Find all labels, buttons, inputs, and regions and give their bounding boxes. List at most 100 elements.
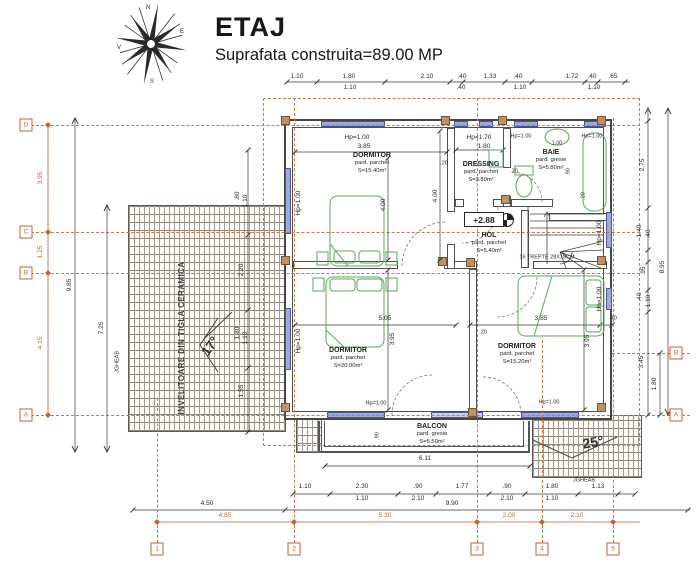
post-mid-b [466,258,475,267]
dim-label: 7.25 [97,321,105,335]
post-top-mid1 [441,116,450,125]
post-bottom-right [597,403,606,412]
room-area: S=5.50m² [419,438,445,445]
dim-label: .40 [644,229,652,239]
gutter-label: JGHEAB [572,477,596,484]
dim-label: 2.30 [355,482,369,490]
dim-label: 2.10 [411,494,425,502]
room-name: BAIE [542,148,560,156]
axis-dimension-lines [47,125,640,523]
compass-east-label: E [179,29,185,35]
window-height-label: Hp=1.00 [538,399,560,406]
grid-marker-4: 4 [535,542,549,556]
axis-A [31,415,690,416]
room-label-dressing: DRESSING pard. parchet S=3.80m² [463,160,500,184]
window-baie-left [514,121,538,127]
staircase [527,207,605,269]
dim-label: 3.95 [388,332,396,346]
room-name: BALCON [417,422,447,430]
window-height-label: Hp=1.00 [581,133,603,140]
post-top-right [597,116,606,125]
dim-label: 2.75 [638,158,646,172]
dim-label: 5.05 [378,314,392,322]
room-floor: pard. parchet [330,355,366,362]
grid-marker-label: 5 [611,545,615,553]
stairs-label: 16 TREPTE 28X18CM [519,254,575,261]
dim-label: 6.11 [418,454,432,462]
dim-label: 2.10 [500,494,514,502]
grid-marker-label: B [673,349,679,357]
dim-label: 1.13 [591,482,605,490]
grid-marker-label: B [23,269,29,277]
dimension-lines [74,81,690,511]
grid-marker-D: D [19,118,33,132]
grid-marker-3: 3 [470,542,484,556]
grid-marker-2: 2 [287,542,301,556]
room-label-dormitor1: DORMITOR pard. parchet S=15.40m² [353,151,391,175]
post-top-left [281,116,290,125]
dim-label: 4.15 [36,336,44,350]
post-bottom-left [281,403,290,412]
wall-baie-left-a [503,128,511,168]
window-left-upper [285,168,291,234]
balcony-rail-inner [324,421,524,447]
window-height-label: Hp=1.00 [294,190,302,216]
dim-label: 1.10 [241,194,249,208]
page-subtitle: Suprafata construita=89.00 MP [215,46,443,64]
level-value: +2.88 [473,214,495,225]
dim-label: 3.85 [357,142,371,150]
dim-label: 1.10 [644,294,652,308]
dim-label: 9.90 [445,499,459,507]
room-floor: pard. parchet [499,351,535,358]
room-floor: pard. parchet [354,160,390,167]
dim-label: .40 [609,315,617,322]
dim-label: .90 [413,482,423,490]
room-floor: pard. gresie [535,157,567,164]
window-height-label: Hp=1.00 [344,133,370,141]
dim-label: 2.20 [237,263,245,277]
dim-label: .95 [639,266,647,276]
roof-material-label: INVELITOARE DIN TIGLA CERAMICA [177,261,186,415]
axis-1 [157,398,158,543]
axis-D [31,125,640,126]
grid-marker-5: 5 [606,542,620,556]
roof-eaves-outline [263,98,640,446]
room-area: S=5.80m² [538,164,564,171]
room-area: S=15.20m² [502,358,532,365]
dim-label: 9.85 [65,278,73,292]
grid-marker-label: A [23,411,29,419]
dim-label: .20 [479,329,487,336]
dim-label: 1.33 [483,72,497,80]
room-label-baie: BAIE pard. gresie S=5.80m² [536,148,567,172]
dim-label: 4.00 [379,198,387,212]
grid-marker-label: 4 [540,545,544,553]
room-label-dormitor2: DORMITOR pard. parchet S=20.00m² [329,346,367,370]
room-floor: pard. gresie [416,431,448,438]
room-name: HOL [481,231,497,239]
window-height-label: Hp=1.00 [510,133,532,140]
wall-baie-bottom-a [511,199,553,207]
post-left-mid [281,256,290,265]
dim-label: .40 [587,72,597,80]
dim-label: .40 [456,83,466,91]
wall-dormitor1-dressing-b [447,244,455,269]
dim-label: 3.85 [534,314,548,322]
post-baie [501,195,510,204]
room-area: S=20.00m² [333,362,363,369]
dim-label: 2.00 [502,511,516,519]
room-label-hol: HOL pard. parchet S=5.40m² [472,231,506,255]
axis-diamond-ticks [45,122,616,525]
dimension-ticks [71,79,691,513]
dim-label: .20 [510,168,518,175]
window-left-lower [285,308,291,370]
room-name: DORMITOR [498,342,536,350]
dim-label: .40 [513,72,523,80]
dim-label: 1.10 [355,494,369,502]
window-dormitor1-top [321,121,385,127]
axis-5 [613,118,614,543]
grid-marker-B-right: B [669,346,683,360]
page-title: ETAJ [215,12,287,42]
dim-label: .40 [635,292,643,302]
grid-marker-B: B [19,266,33,280]
